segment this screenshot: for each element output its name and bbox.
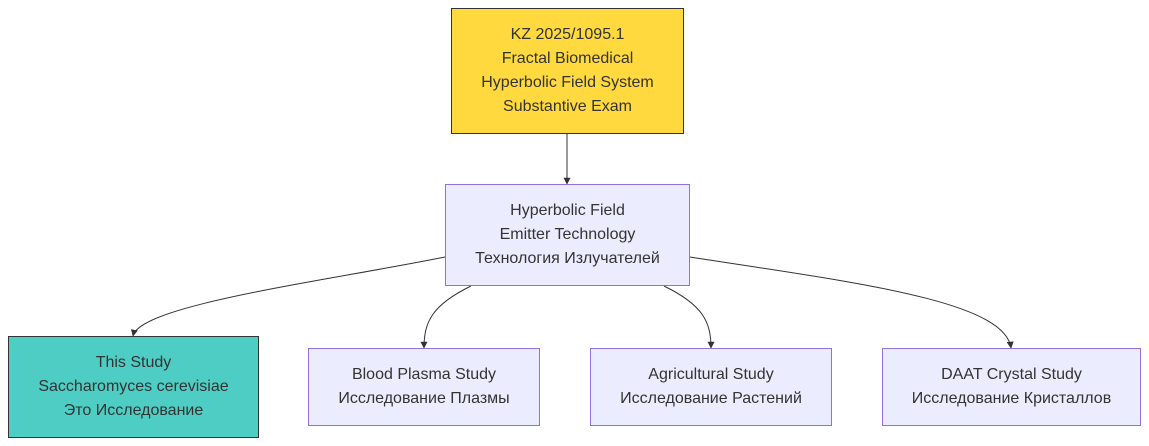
blood-line-1: Blood Plasma Study (351, 366, 497, 383)
this-study-node: This Study Saccharomyces cerevisiae Это … (8, 336, 259, 438)
this-study-line-2: Saccharomyces cerevisiae (38, 378, 229, 395)
edge-tech-to-this-study (131, 256, 446, 337)
daat-node-bg (882, 348, 1141, 426)
agricultural-study-node: Agricultural Study Исследование Растений (590, 348, 832, 426)
tech-node-bg (445, 184, 690, 286)
patent-status: Substantive Exam (503, 98, 632, 115)
daat-line-1: DAAT Crystal Study (941, 366, 1082, 383)
root-node-bg (451, 8, 684, 134)
agri-node-bg (590, 348, 832, 426)
patent-number: KZ 2025/1095.1 (510, 26, 625, 43)
technology-line-2: Emitter Technology (499, 226, 636, 243)
blood-line-2: Исследование Плазмы (338, 390, 510, 407)
edge-tech-to-blood (420, 285, 472, 349)
this-study-node-bg (8, 336, 259, 438)
technology-line-3: Технология Излучателей (475, 250, 660, 267)
edge-tech-to-agri (663, 285, 715, 349)
patent-node: KZ 2025/1095.1 Fractal Biomedical Hyperb… (451, 8, 684, 134)
daat-line-2: Исследование Кристаллов (911, 390, 1112, 407)
edge-tech-to-daat (689, 256, 1014, 349)
patent-title-line-1: Fractal Biomedical (501, 50, 634, 67)
agri-line-2: Исследование Растений (620, 390, 802, 407)
blood-plasma-study-node: Blood Plasma Study Исследование Плазмы (308, 348, 540, 426)
this-study-line-3: Это Исследование (63, 402, 204, 419)
patent-title-line-2: Hyperbolic Field System (481, 74, 654, 91)
agri-line-1: Agricultural Study (648, 366, 774, 383)
technology-node: Hyperbolic Field Emitter Technology Техн… (445, 184, 690, 286)
blood-node-bg (308, 348, 540, 426)
daat-crystal-study-node: DAAT Crystal Study Исследование Кристалл… (882, 348, 1141, 426)
technology-line-1: Hyperbolic Field (510, 202, 625, 219)
this-study-line-1: This Study (95, 354, 172, 371)
